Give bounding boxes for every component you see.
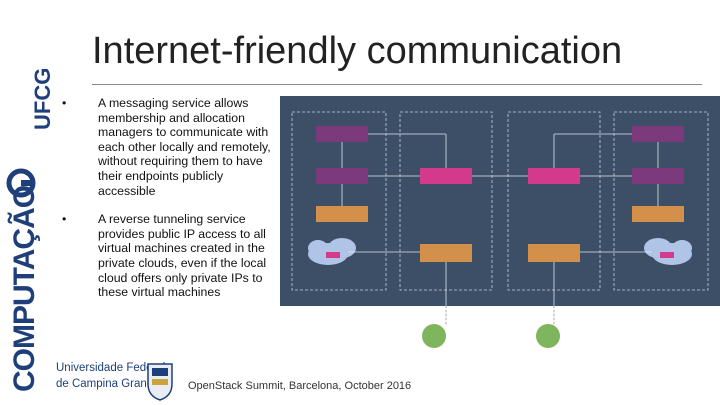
private-cloud-a xyxy=(308,238,356,265)
remote-client-b xyxy=(536,324,560,348)
slide-caption: OpenStack Summit, Barcelona, October 201… xyxy=(188,380,412,392)
bullet-dot: • xyxy=(62,96,67,110)
university-logo: Universidade Federal de Campina Grande xyxy=(56,362,186,402)
bullet-list: • A messaging service allows membership … xyxy=(62,96,277,314)
bullet-item: • A messaging service allows membership … xyxy=(62,96,277,198)
cloud-a-orchestrator xyxy=(316,206,368,222)
bullet-text: A reverse tunneling service provides pub… xyxy=(98,212,267,300)
university-line-1: Universidade Federal xyxy=(56,362,166,374)
allocation-manager-a xyxy=(316,168,368,184)
architecture-diagram xyxy=(280,96,720,348)
bullet-item: • A reverse tunneling service provides p… xyxy=(62,212,277,300)
bullet-text: A messaging service allows membership an… xyxy=(98,96,271,198)
region-left-outer xyxy=(291,111,387,291)
reverse-tunneling-service-a xyxy=(420,244,472,262)
title-divider xyxy=(92,84,702,85)
cloud-b-orchestrator xyxy=(632,206,684,222)
membership-manager-b xyxy=(632,126,684,142)
slide-title: Internet-friendly communication xyxy=(92,30,623,72)
university-line-2: de Campina Grande xyxy=(56,378,160,390)
allocation-manager-b xyxy=(632,168,684,184)
messaging-service-a xyxy=(420,168,472,184)
reverse-tunneling-service-b xyxy=(528,244,580,262)
region-right-outer xyxy=(613,111,709,291)
bullet-dot: • xyxy=(62,212,67,227)
remote-client-a xyxy=(422,324,446,348)
ufcg-wordmark: UFCG xyxy=(30,67,55,130)
messaging-service-b xyxy=(528,168,580,184)
private-cloud-b xyxy=(644,238,692,265)
membership-manager-a xyxy=(316,126,368,142)
university-seal-icon xyxy=(147,363,173,401)
ufcg-g-icon xyxy=(6,168,36,198)
computacao-wordmark: COMPUTAÇÃO xyxy=(8,185,41,392)
